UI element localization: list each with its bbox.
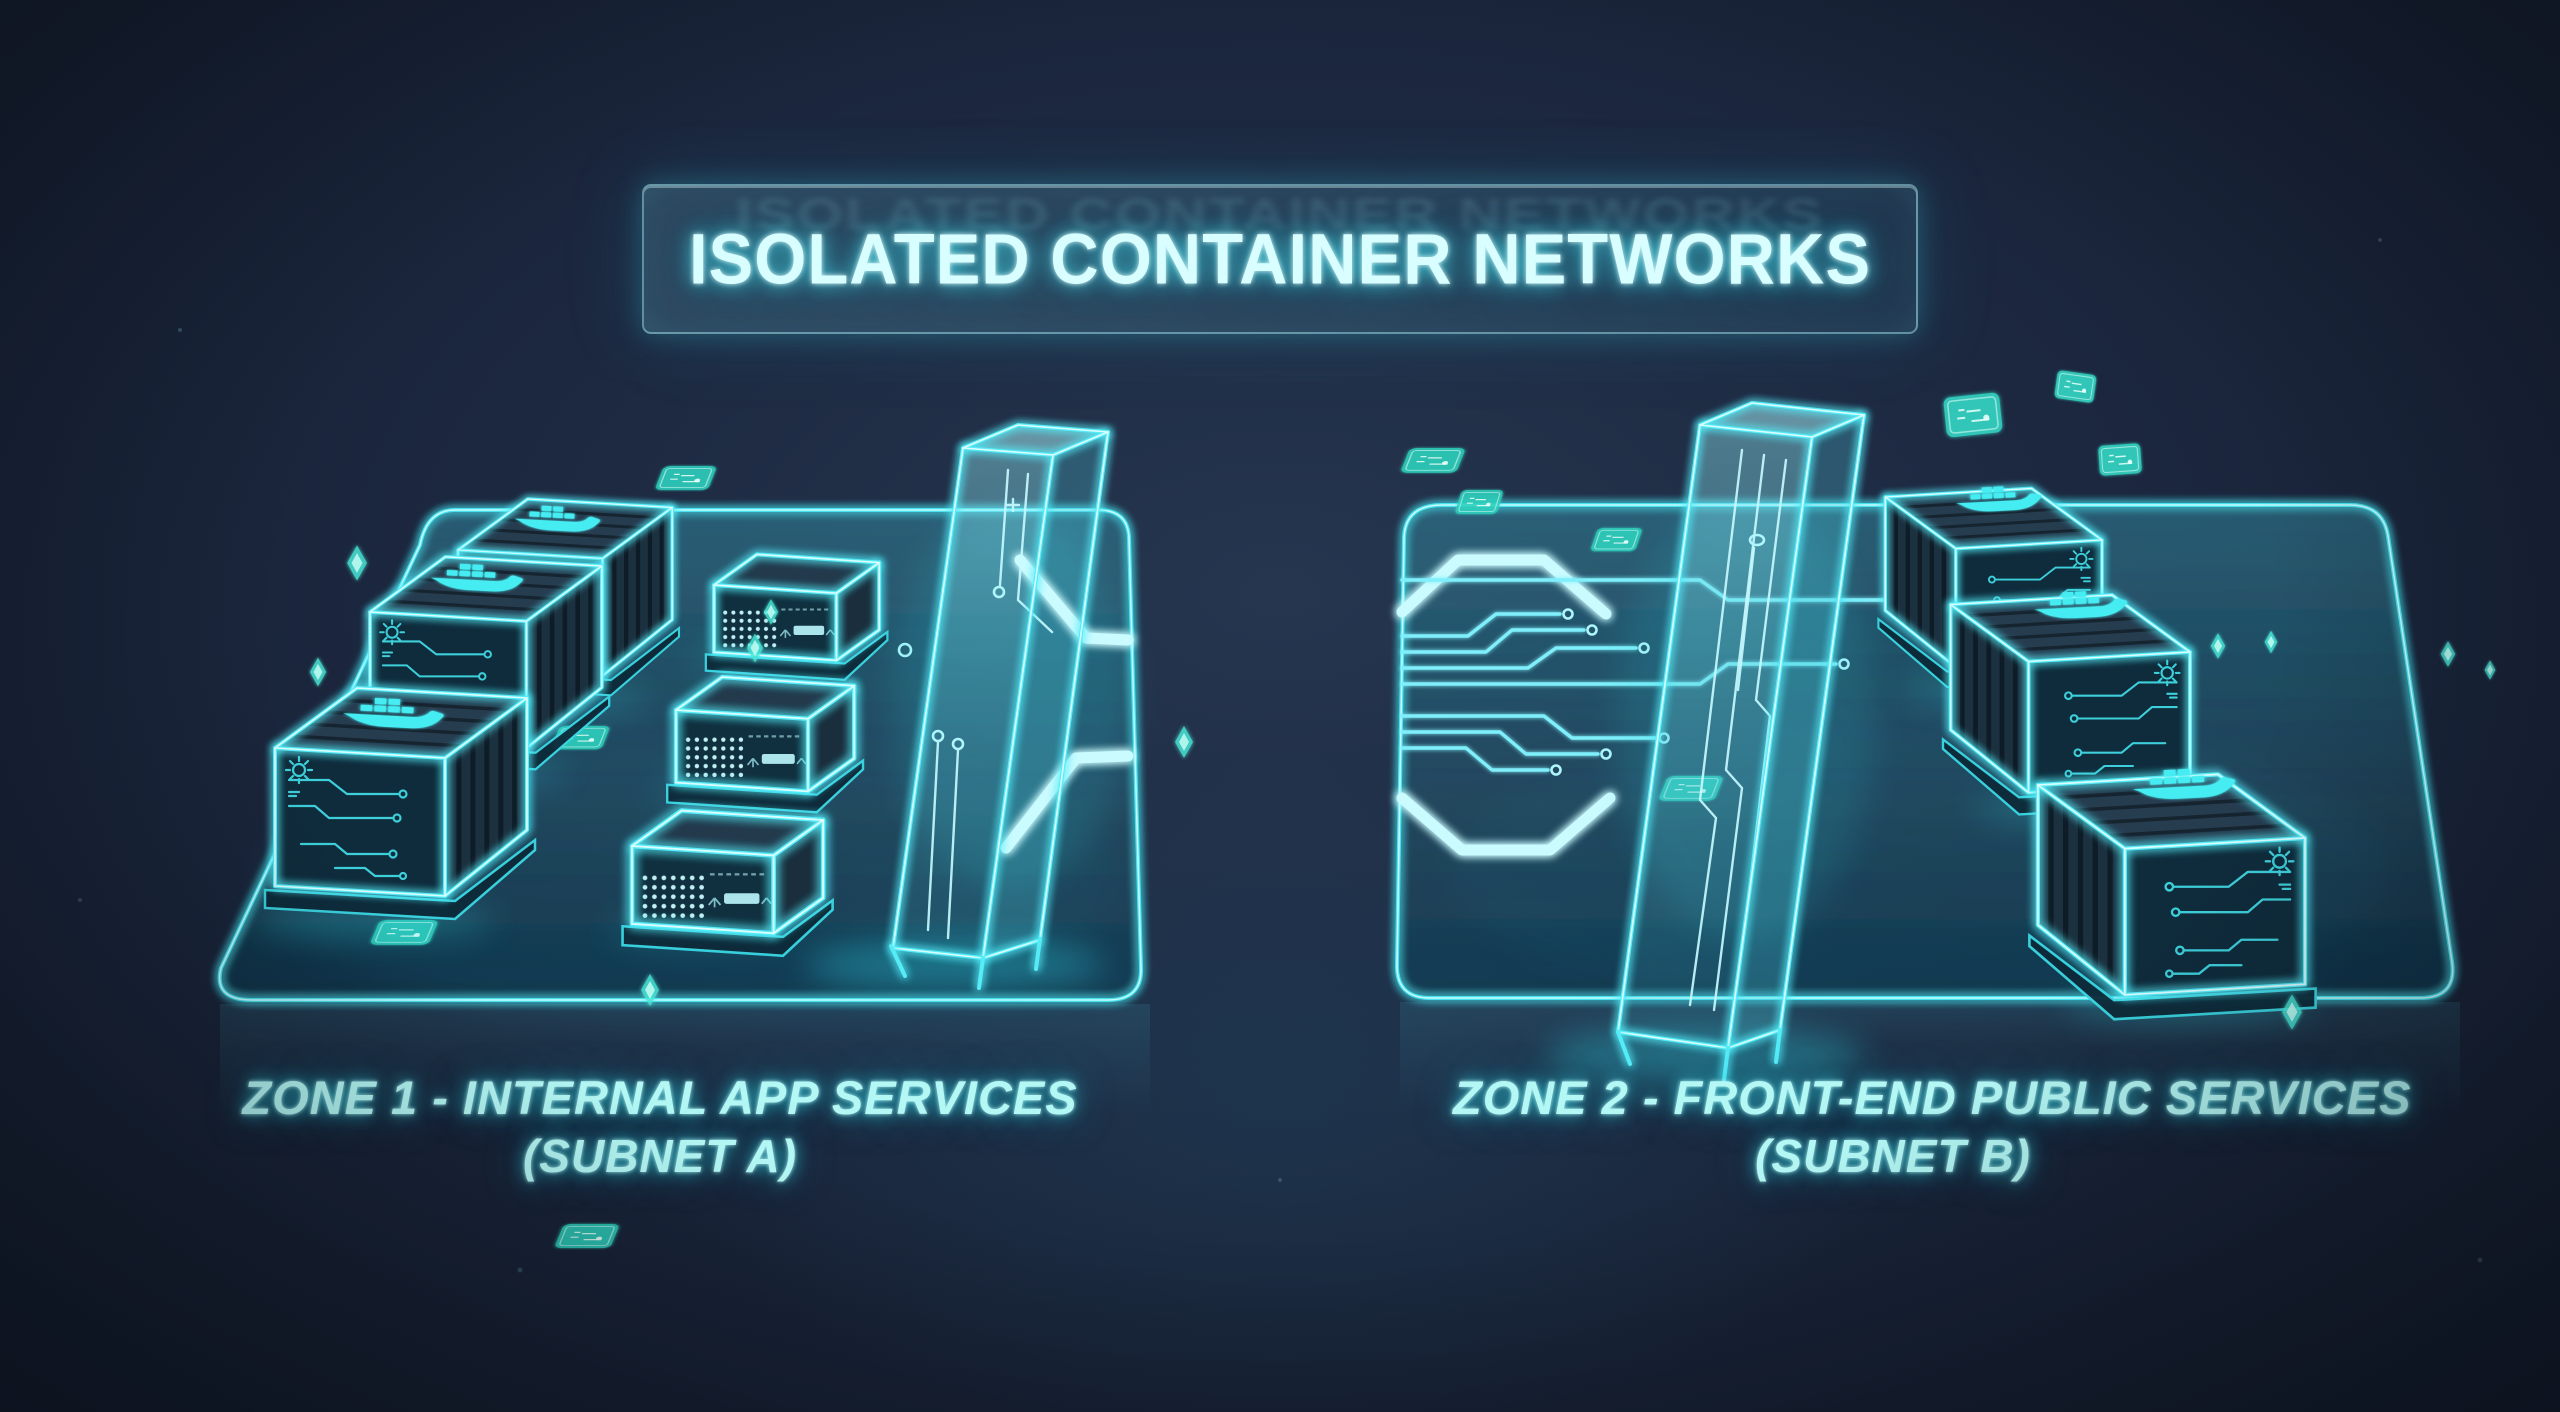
zone1-servers	[608, 554, 887, 955]
page-title: ISOLATED CONTAINER NETWORKS	[688, 219, 1872, 299]
circuit-chip-icon	[2054, 370, 2097, 403]
server-box	[623, 811, 833, 956]
diamond-particle-icon	[1175, 726, 1193, 758]
circuit-chip-icon	[1943, 392, 2003, 438]
zone1-label: ZONE 1 - INTERNAL APP SERVICES (SUBNET A…	[220, 1071, 1100, 1182]
circuit-chip-icon	[2098, 443, 2142, 476]
zone2-floating-chips	[1943, 370, 2142, 476]
diamond-particle-icon	[2485, 660, 2496, 679]
zone1-floor-reflection	[220, 1004, 1150, 1114]
server-box	[667, 677, 863, 812]
dust-particles	[78, 238, 2483, 1273]
zone2-containers	[1878, 484, 2315, 1022]
zone2-label: ZONE 2 - FRONT-END PUBLIC SERVICES (SUBN…	[1453, 1071, 2412, 1182]
zone1-wall-feet	[889, 937, 1042, 990]
zone2-diagram	[1394, 370, 2496, 1112]
zone2-label-line1: ZONE 2 - FRONT-END PUBLIC SERVICES	[1453, 1071, 2412, 1124]
circuit-chip-icon	[1455, 490, 1504, 514]
circuit-chip-icon	[554, 1224, 620, 1248]
zone1-label-subnet: (SUBNET A)	[522, 1130, 798, 1182]
circuit-chip-icon	[1590, 528, 1643, 551]
circuit-chip-icon	[655, 466, 718, 490]
title-banner: ISOLATED CONTAINER NETWORKS ISOLATED CON…	[642, 184, 1918, 334]
zone1-label-line1: ZONE 1 - INTERNAL APP SERVICES	[242, 1071, 1078, 1124]
server-box	[706, 554, 888, 679]
diamond-particle-icon	[310, 658, 326, 687]
zone2-firewall-wall	[1545, 401, 1875, 1083]
zone2-label-subnet: (SUBNET B)	[1755, 1130, 2031, 1182]
diamond-particle-icon	[2441, 641, 2455, 667]
circuit-chip-icon	[1400, 448, 1466, 473]
zone1-firewall-wall	[805, 423, 1134, 991]
zone2-wall-feet	[1616, 1028, 1782, 1082]
diamond-particle-icon	[347, 545, 367, 580]
zone1-containers	[250, 499, 679, 937]
title-reflection: ISOLATED CONTAINER NETWORKS	[735, 189, 1825, 240]
zone1-diagram	[217, 423, 1193, 1248]
zone1-wall-traces	[926, 468, 1054, 940]
zone1-platform-highlight	[218, 509, 1142, 1001]
zone2-platform-highlight	[1396, 504, 2454, 999]
